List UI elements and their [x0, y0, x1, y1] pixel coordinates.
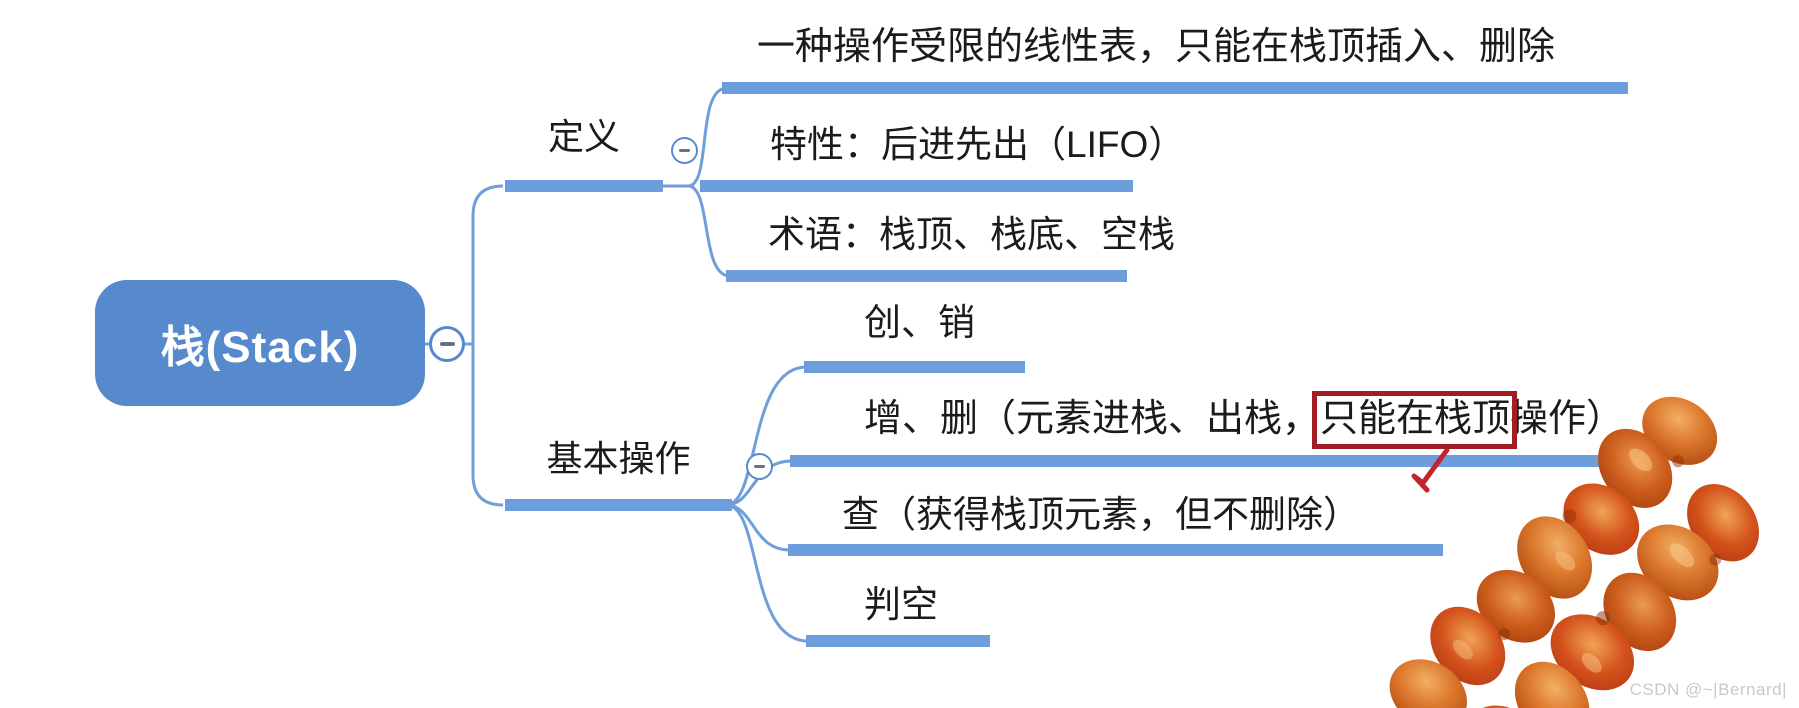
leaf-node-lifo[interactable]: 特性：后进先出（LIFO）: [770, 124, 1186, 165]
branch-node-definition[interactable]: 定义: [547, 116, 620, 157]
pen-mark: [1411, 447, 1450, 493]
leaf-node-create-destroy[interactable]: 创、销: [864, 302, 975, 343]
csdn-watermark: CSDN @~|Bernard|: [1629, 680, 1787, 699]
root-collapse-button[interactable]: [429, 326, 465, 362]
leaf-node-push-pop[interactable]: 增、删（元素进栈、出栈，只能在栈顶操作）: [864, 398, 1624, 442]
push-pop-text-prefix: 增、删（元素进栈、出栈，: [864, 398, 1321, 440]
basic-operations-collapse-button[interactable]: [746, 453, 773, 480]
definition-collapse-button[interactable]: [671, 137, 698, 164]
minus-icon: [754, 465, 765, 468]
leaf-node-definition-text[interactable]: 一种操作受限的线性表，只能在栈顶插入、删除: [757, 26, 1556, 68]
push-pop-text-suffix: 操作）: [1510, 398, 1625, 440]
minus-icon: [439, 342, 455, 346]
root-node-label: 栈(Stack): [160, 323, 360, 372]
root-node-stack[interactable]: 栈(Stack): [95, 280, 425, 406]
branch-node-basic-operations[interactable]: 基本操作: [546, 438, 691, 479]
leaf-node-is-empty[interactable]: 判空: [864, 584, 938, 625]
leaf-node-peek[interactable]: 查（获得栈顶元素，但不删除）: [842, 494, 1360, 535]
minus-icon: [679, 149, 690, 152]
leaf-node-terms[interactable]: 术语：栈顶、栈底、空栈: [768, 214, 1175, 255]
highlight-box-top-only: 只能在栈顶: [1320, 398, 1511, 440]
